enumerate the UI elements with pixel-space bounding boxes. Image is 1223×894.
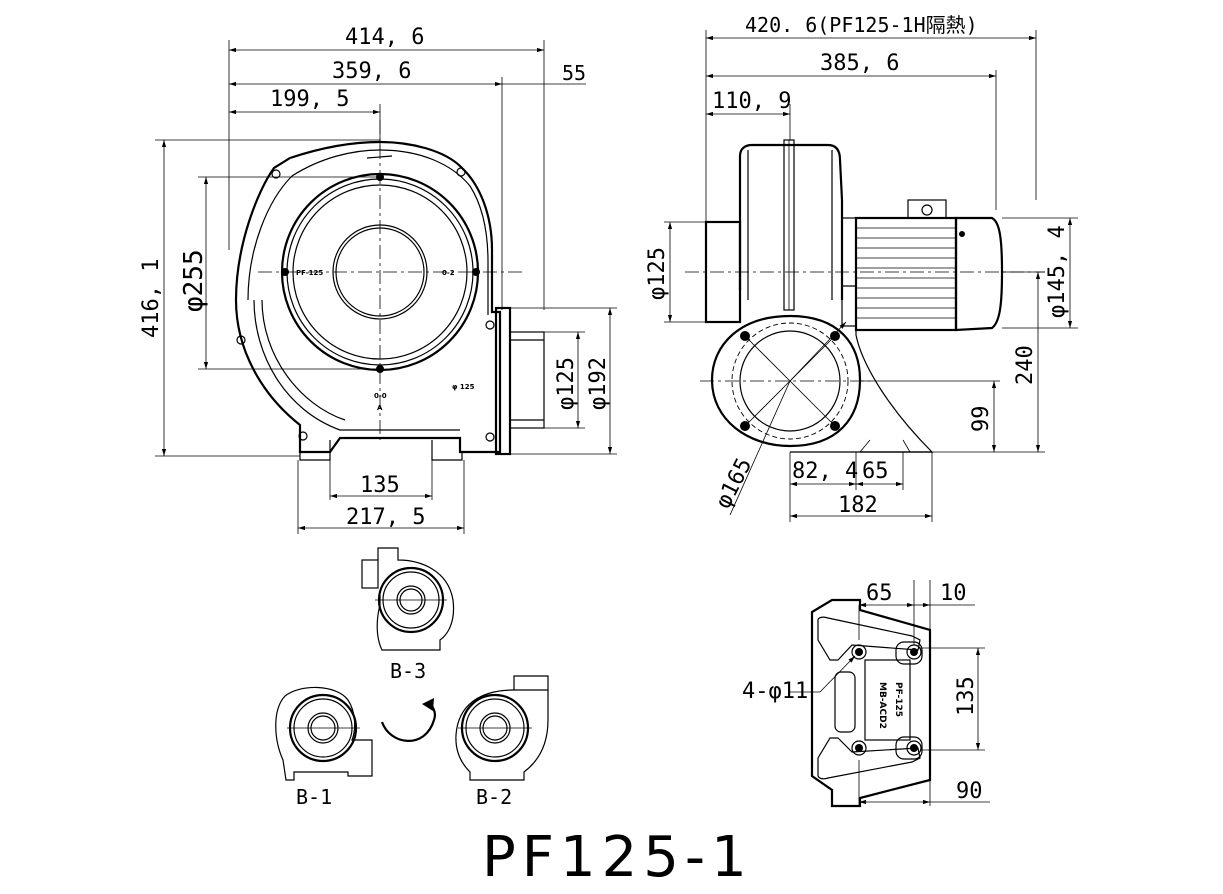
dim-motor-diameter: φ145, 4	[1045, 225, 1070, 318]
dim-base-holes: 4-φ11	[742, 679, 808, 704]
label-b3: B-3	[390, 659, 426, 683]
dim-overall-length: 385, 6	[820, 51, 899, 76]
dim-base-hole-pitch-plan: 135	[954, 676, 979, 716]
dim-base-width: 217, 5	[346, 505, 425, 530]
terminal-box	[907, 199, 947, 219]
dim-height: 416, 1	[139, 259, 164, 338]
front-view: 414, 6 359, 6 55 199, 5 416, 1 φ255	[139, 25, 617, 534]
outlet-flange	[494, 306, 512, 456]
orientation-letter: A	[377, 404, 383, 412]
dim-base-hole-pitch: 135	[360, 473, 400, 498]
scroll-housing	[234, 140, 502, 454]
side-view: 420. 6(PF125-1H隔熱) 385, 6 110, 9 φ125	[645, 13, 1078, 522]
dim-inlet-diameter: φ255	[179, 249, 209, 312]
base-plate	[810, 598, 932, 808]
base-plate-line2: MB-ACD2	[877, 682, 887, 729]
base-view: PF-125 MB-ACD2 65 10 135 90 4-φ11	[742, 580, 990, 808]
orientation-b1: B-1	[275, 686, 373, 809]
dim-width-to-center: 199, 5	[270, 87, 349, 112]
dim-side-inlet-diameter: φ125	[645, 247, 670, 300]
side-housing	[738, 143, 844, 300]
dim-base-length: 182	[838, 493, 878, 518]
dim-base-edge-offset: 10	[940, 581, 967, 606]
base-plate-line1: PF-125	[893, 682, 903, 717]
dim-width-to-outlet: 359, 6	[332, 59, 411, 84]
dim-outlet-flange: 55	[562, 61, 586, 85]
dim-inlet-length: 110, 9	[712, 89, 791, 114]
dim-base-hole-offset: 65	[862, 459, 889, 484]
dim-base-hole-offset-plan: 65	[866, 581, 893, 606]
dim-outlet-inner: φ125	[554, 357, 579, 410]
label-b1: B-1	[296, 785, 332, 809]
model-plate-right: 0-2	[442, 269, 455, 277]
dim-flange-diameter: φ165	[711, 454, 757, 513]
rotation-arrow-icon	[380, 701, 436, 742]
label-b2: B-2	[476, 785, 512, 809]
drawing-title: PF125-1	[482, 825, 753, 890]
dim-base-offset: 82, 4	[792, 459, 858, 484]
dim-outlet-outer: φ192	[586, 357, 611, 410]
orientation-b2: B-2	[455, 675, 549, 809]
dim-outlet-center-height: 99	[969, 406, 994, 433]
outlet-marking: φ 125	[452, 383, 475, 391]
motor-body	[854, 216, 958, 332]
orientation-code: 0-0	[374, 392, 387, 400]
dim-base-depth: 90	[956, 779, 983, 804]
dim-overall-width: 414, 6	[345, 25, 424, 50]
model-plate-left: PF-125	[296, 269, 323, 277]
dim-center-height: 240	[1013, 345, 1038, 385]
dim-overall-length-insulated: 420. 6(PF125-1H隔熱)	[745, 13, 978, 37]
orientation-b3: B-3	[361, 547, 455, 683]
